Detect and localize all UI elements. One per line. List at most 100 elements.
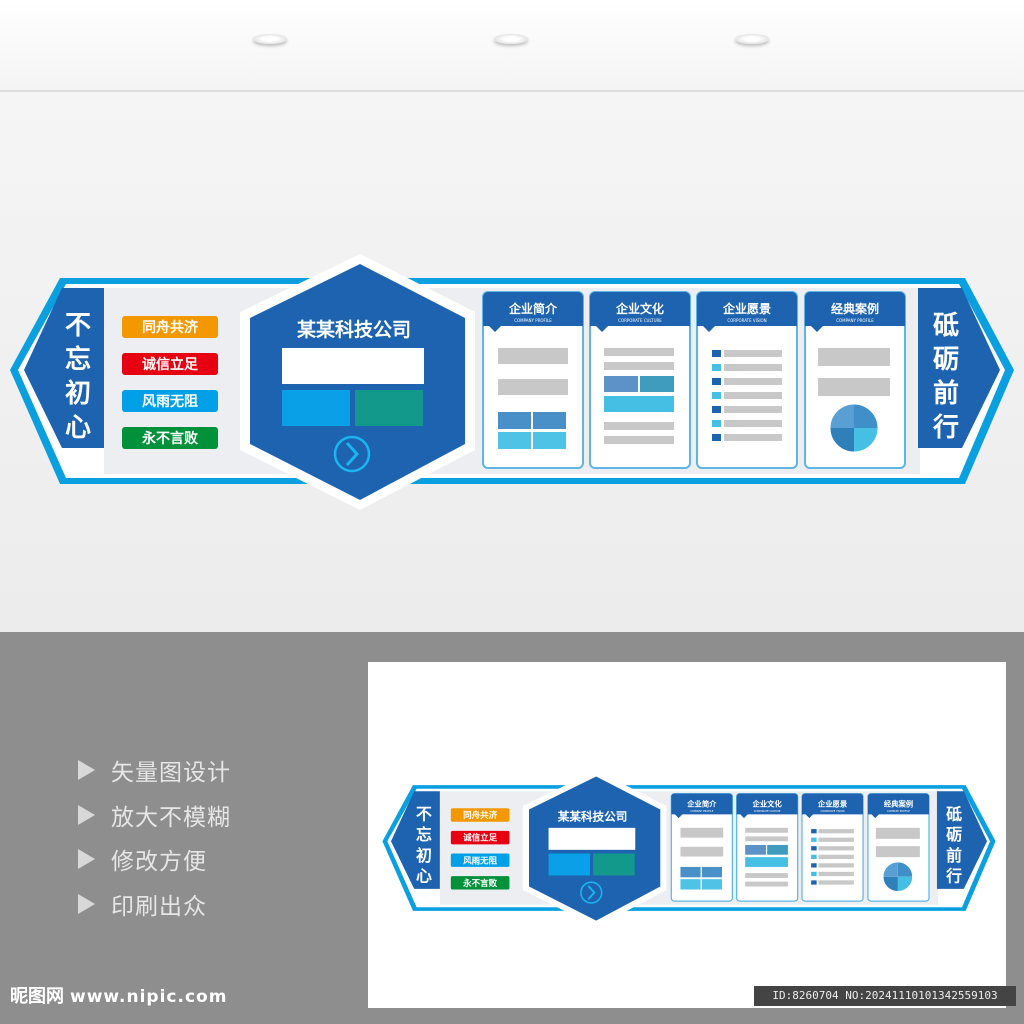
pie-slice [897, 862, 913, 877]
pie-slice [830, 404, 854, 428]
image-block [498, 432, 531, 449]
list-line [724, 350, 782, 357]
left-slogan-char: 初 [416, 846, 432, 865]
list-line [724, 392, 782, 399]
list-line [724, 378, 782, 385]
value-badge-label: 诚信立足 [463, 832, 498, 844]
pie-slice [854, 428, 878, 452]
value-badge-label: 诚信立足 [142, 356, 199, 373]
list-line [818, 829, 854, 834]
next-arrow-circle-icon [333, 435, 371, 473]
list-line [724, 406, 782, 413]
left-slogan-char: 心 [65, 413, 91, 443]
chevron-right-icon [587, 885, 596, 900]
image-block [767, 844, 788, 855]
teal-block [355, 390, 423, 426]
value-badge [450, 853, 510, 867]
image-block [604, 396, 674, 412]
right-slogan-char: 砺 [933, 345, 959, 375]
logo-name: 昵图网 [10, 986, 64, 1007]
left-slogan-char: 不 [65, 311, 91, 341]
feature-label: 修改方便 [111, 849, 207, 876]
left-slogan-char: 初 [65, 379, 91, 409]
right-slogan-char: 前 [946, 846, 962, 865]
blue-block [548, 853, 591, 876]
company-name: 某某科技公司 [297, 318, 411, 341]
right-tab [936, 791, 988, 889]
pie-outline [882, 861, 913, 892]
ceiling [0, 0, 1024, 92]
left-tab [24, 288, 104, 448]
feature-item: 印刷出众 [78, 882, 231, 927]
right-tab [918, 288, 1000, 448]
play-triangle-icon [78, 804, 95, 825]
content-bar [680, 846, 724, 857]
list-bullet [811, 837, 817, 842]
play-triangle-icon [78, 893, 95, 914]
value-badge [122, 353, 218, 375]
title-box [548, 827, 636, 850]
panel-subtitle: COMPANY PROFILE [514, 318, 552, 323]
value-badge [450, 808, 510, 822]
image-block [745, 844, 766, 855]
logo-url: www.nipic.com [70, 987, 228, 1007]
panel-title: 企业简介 [508, 301, 558, 316]
image-block [701, 866, 722, 878]
feature-item: 修改方便 [78, 837, 231, 882]
panel-header [867, 793, 929, 819]
right-slogan-char: 砺 [946, 825, 962, 844]
list-bullet [712, 420, 721, 427]
content-line [745, 827, 788, 833]
list-bullet [811, 871, 817, 877]
list-bullet [811, 863, 817, 868]
list-bullet [712, 378, 721, 385]
chevron-right-icon [345, 441, 360, 467]
value-badge [122, 390, 218, 412]
panel-subtitle: COMPANY PROFILE [887, 810, 910, 813]
image-id-badge: ID:8260704 NO:20241110101342559103 [754, 986, 1016, 1006]
list-bullet [712, 406, 721, 413]
value-badge-label: 风雨无阻 [142, 394, 198, 410]
panel-header [697, 292, 797, 332]
feature-item: 放大不模糊 [78, 793, 231, 838]
panel-subtitle: COMPANY PROFILE [836, 318, 874, 323]
site-logo[interactable]: 昵图网 www.nipic.com [10, 982, 227, 1008]
panel-subtitle: CORPORATE CULTURE [618, 318, 662, 323]
spotlight-icon [253, 34, 287, 44]
value-badge-label: 永不言败 [141, 430, 199, 447]
value-badge [122, 427, 218, 449]
company-name: 某某科技公司 [557, 810, 628, 824]
left-slogan-char: 忘 [416, 825, 432, 844]
list-line [818, 871, 854, 877]
panel-subtitle: CORPORATE VISION [821, 810, 845, 813]
list-line [818, 854, 854, 859]
image-block [533, 412, 566, 429]
culture-wall-preview: 不忘初心砥砺前行同舟共济诚信立足风雨无阻永不言败某某科技公司企业简介COMPAN… [382, 770, 996, 927]
play-triangle-icon [78, 760, 95, 781]
content-line [604, 422, 674, 430]
image-block [680, 866, 701, 878]
content-line [745, 881, 788, 887]
pie-slice [883, 862, 898, 877]
right-slogan-char: 前 [933, 378, 959, 409]
content-bar [498, 348, 568, 364]
spotlight-icon [494, 34, 528, 44]
content-line [604, 362, 674, 370]
teal-block [593, 853, 635, 876]
right-slogan-char: 砥 [933, 311, 959, 341]
culture-wall-main: 不忘初心砥砺前行同舟共济诚信立足风雨无阻永不言败某某科技公司企业简介COMPAN… [10, 254, 1014, 510]
panel-header [671, 793, 733, 819]
panel-subtitle: CORPORATE CULTURE [754, 810, 781, 813]
list-line [724, 434, 782, 441]
content-line [745, 873, 788, 878]
panel-header [483, 292, 583, 332]
panel-title: 企业愿景 [817, 799, 848, 808]
pie-slice [854, 404, 878, 428]
list-bullet [712, 350, 721, 357]
list-line [818, 846, 854, 851]
list-line [818, 880, 854, 885]
value-badge [122, 316, 218, 338]
content-line [604, 436, 674, 444]
panel-subtitle: CORPORATE VISION [727, 318, 766, 323]
value-badge-label: 同舟共济 [142, 319, 199, 336]
